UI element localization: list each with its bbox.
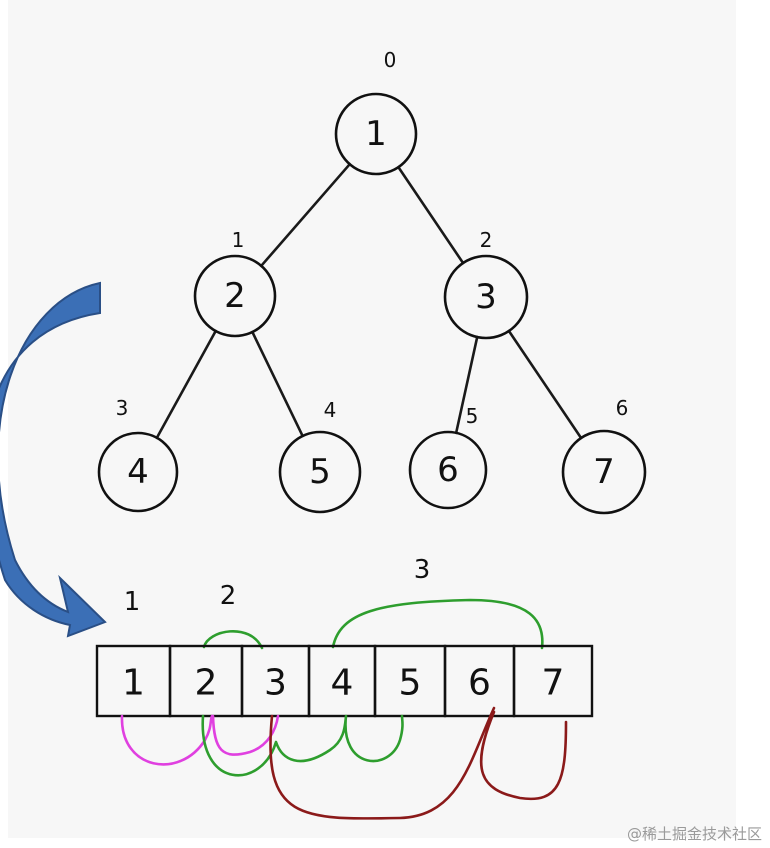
node-value: 2 — [224, 276, 246, 316]
node-index: 4 — [324, 398, 337, 422]
node-value: 1 — [365, 114, 387, 154]
tree-node: 54 — [278, 398, 362, 514]
child-arcs — [120, 706, 568, 820]
node-2-children-arc — [201, 714, 404, 777]
tree-edge — [507, 329, 583, 440]
tree-edge — [454, 335, 479, 435]
node-value: 6 — [437, 450, 459, 490]
array-cell-value: 7 — [542, 663, 565, 704]
level-labels: 1 2 3 — [124, 555, 431, 617]
array-cell-value: 5 — [399, 663, 422, 704]
array-cell-value: 4 — [331, 663, 354, 704]
node-circle — [97, 431, 179, 513]
node-circle — [443, 254, 529, 340]
node-circle — [334, 92, 418, 176]
node-value: 7 — [593, 452, 615, 492]
node-circle — [193, 254, 277, 338]
array-cell-value: 1 — [122, 663, 145, 704]
tree-node: 21 — [193, 228, 277, 338]
tree-node: 32 — [443, 228, 529, 340]
level-2-arc — [202, 630, 264, 650]
watermark: @稀土掘金技术社区 — [626, 825, 762, 843]
level-label: 3 — [414, 555, 431, 585]
tree-edge — [259, 162, 352, 268]
tree-node: 65 — [408, 404, 488, 510]
tree-edge — [155, 329, 217, 440]
node-circle — [278, 430, 362, 514]
tree-edge — [397, 165, 465, 265]
node-index: 5 — [466, 404, 479, 428]
array-cell: 7 — [512, 644, 594, 718]
level-3-arc — [331, 598, 544, 650]
background-panel — [8, 0, 736, 838]
node-circle — [561, 429, 647, 515]
array-cell-value: 2 — [195, 663, 218, 704]
tree-edges — [155, 162, 583, 440]
node-value: 5 — [309, 452, 331, 492]
node-index: 6 — [616, 396, 629, 420]
node-value: 4 — [127, 452, 149, 492]
tree-edge — [251, 330, 304, 438]
level-arcs — [202, 598, 544, 650]
level-label: 1 — [124, 587, 141, 617]
node-value: 3 — [475, 277, 497, 317]
node-circle — [408, 430, 488, 510]
array-row: 1 2 3 4 5 6 7 — [95, 644, 594, 718]
level-label: 2 — [220, 581, 237, 611]
node-index: 1 — [232, 228, 245, 252]
tree-node: 10 — [334, 48, 418, 176]
tree-node: 43 — [97, 396, 179, 513]
array-cell-value: 6 — [468, 663, 491, 704]
node-index: 0 — [384, 48, 397, 72]
array-cell-value: 3 — [264, 663, 287, 704]
node-index: 2 — [480, 228, 493, 252]
curved-arrow-icon — [0, 281, 107, 638]
node-index: 3 — [116, 396, 129, 420]
tree-node: 76 — [561, 396, 647, 515]
node-1-children-arc — [120, 714, 280, 766]
node-3-children-arc — [269, 706, 568, 820]
array-cell-box — [512, 644, 594, 718]
